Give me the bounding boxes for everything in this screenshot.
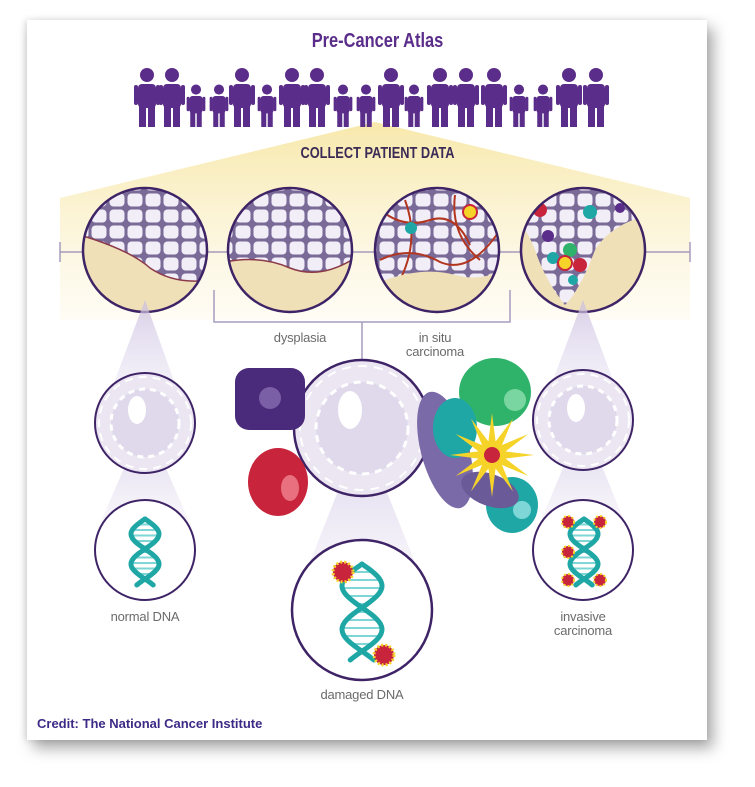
- person-icon: [556, 68, 582, 127]
- person-icon: [134, 68, 160, 127]
- cell-cluster-left: [235, 368, 308, 516]
- tissue-circle-dysplasia: [226, 186, 354, 314]
- collect-patient-data-heading: COLLECT PATIENT DATA: [300, 145, 455, 162]
- invasive-line1: invasive: [560, 609, 606, 624]
- cell-circle-invasive: [532, 369, 634, 471]
- invasive-line2: carcinoma: [553, 623, 613, 638]
- person-icon: [186, 84, 206, 127]
- person-icon: [229, 68, 255, 127]
- person-icon: [533, 84, 553, 127]
- tissue-circle-invasive: [519, 186, 647, 314]
- person-icon: [509, 84, 529, 127]
- person-icon: [404, 84, 424, 127]
- dna-circle-invasive: [532, 499, 634, 601]
- person-icon: [279, 68, 305, 127]
- person-icon: [453, 68, 479, 127]
- person-icon: [257, 84, 277, 127]
- person-icon: [333, 84, 353, 127]
- in-situ-line2: carcinoma: [405, 344, 465, 359]
- credit-line: Credit: The National Cancer Institute: [37, 716, 263, 731]
- person-icon: [356, 84, 376, 127]
- tissue-circle-in-situ: [373, 186, 501, 314]
- person-icon: [304, 68, 330, 127]
- damaged-dna-label: damaged DNA: [320, 687, 404, 702]
- cell-cluster-right: [417, 358, 538, 533]
- in-situ-line1: in situ: [418, 330, 452, 345]
- person-icon: [209, 84, 229, 127]
- atlas-title: Pre-Cancer Atlas: [311, 30, 444, 52]
- dna-helix-normal-icon: [128, 516, 162, 588]
- invasive-carcinoma-label: invasive carcinoma: [540, 610, 626, 638]
- mutation-marker-icon: [331, 560, 396, 667]
- normal-dna-label: normal DNA: [110, 609, 180, 624]
- dna-helix-invasive-icon: [567, 516, 601, 588]
- cell-circle-normal: [94, 372, 196, 474]
- person-icon: [159, 68, 185, 127]
- stage-bracket: [213, 290, 511, 360]
- person-icon: [481, 68, 507, 127]
- patient-silhouettes: [134, 68, 609, 127]
- mutation-marker-icon: [561, 515, 607, 587]
- person-icon: [583, 68, 609, 127]
- cell-circle-damaged: [292, 358, 432, 498]
- person-icon: [378, 68, 404, 127]
- dysplasia-label: dysplasia: [273, 330, 327, 345]
- person-icon: [427, 68, 453, 127]
- dna-circle-damaged: [290, 538, 434, 682]
- dna-circle-normal: [94, 499, 196, 601]
- in-situ-label: in situ carcinoma: [395, 331, 475, 359]
